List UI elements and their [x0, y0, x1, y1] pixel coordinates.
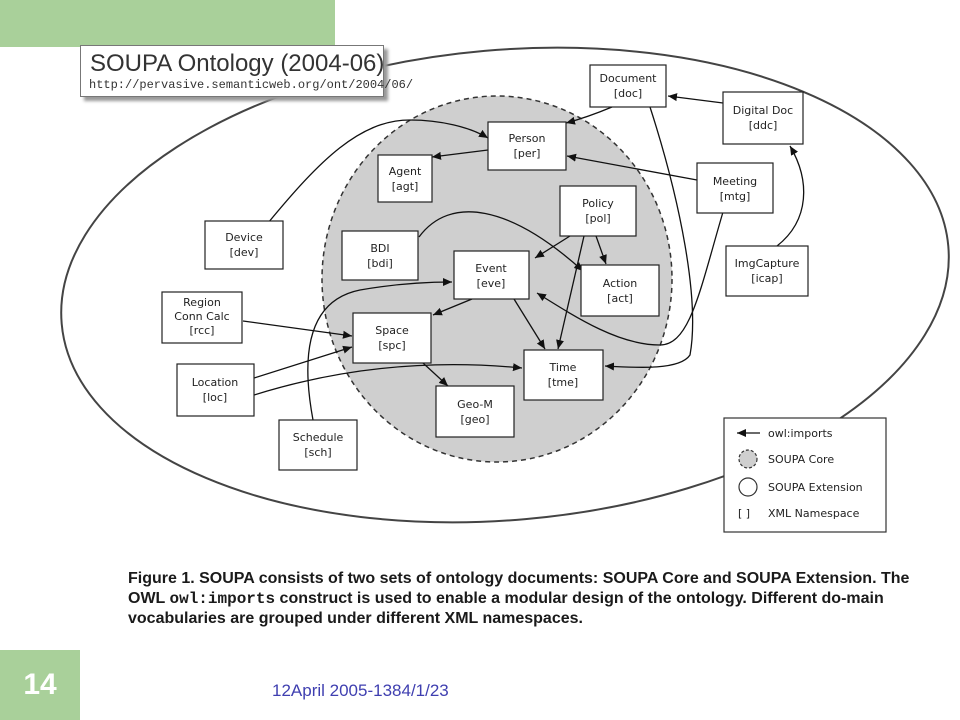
- arrow-policy-event: [534, 235, 571, 259]
- node-meeting: [696, 162, 774, 214]
- arrow-document-person: [565, 106, 613, 125]
- arrow-meeting-person: [566, 153, 698, 181]
- node-person: [487, 121, 567, 171]
- legend-core: SOUPA Core: [768, 453, 834, 466]
- slide-number-box: 14: [0, 650, 80, 720]
- footer-date: 12April 2005-1384/1/23: [272, 681, 449, 700]
- node-space: [352, 312, 432, 364]
- node-device-ns: [dev]: [230, 246, 259, 259]
- node-location: [176, 363, 255, 417]
- legend-extension-icon: [738, 477, 758, 497]
- legend-imports: owl:imports: [768, 427, 833, 440]
- node-device: [204, 220, 284, 270]
- arrow-location-time: [253, 363, 523, 396]
- caption-part2: construct is used to enable a modular de…: [128, 590, 884, 627]
- node-geo-name: Geo-M: [457, 398, 493, 411]
- node-agent: [377, 154, 433, 203]
- top-accent-bar: [0, 0, 335, 47]
- caption-part1: Figure 1. SOUPA consists of two sets of …: [128, 570, 910, 607]
- node-space-ns: [spc]: [378, 339, 405, 352]
- node-action-ns: [act]: [607, 292, 633, 305]
- node-imgcapture-name: ImgCapture: [735, 257, 800, 270]
- node-bdi: [341, 230, 419, 281]
- node-region-conn-calc: [161, 291, 243, 344]
- arrow-policy-time: [556, 235, 585, 350]
- node-policy-ns: [pol]: [585, 212, 610, 225]
- arrow-event-space: [432, 298, 473, 316]
- node-agent-name: Agent: [389, 165, 422, 178]
- node-bdi-name: BDI: [370, 242, 389, 255]
- caption-code: owl:imports: [169, 590, 276, 608]
- node-meeting-name: Meeting: [713, 175, 757, 188]
- ontology-url: http://pervasive.semanticweb.org/ont/200…: [89, 78, 414, 92]
- legend: owl:imports SOUPA Core SOUPA Extension […: [723, 417, 887, 533]
- node-document-name: Document: [600, 72, 658, 85]
- arrow-document-time: [604, 106, 694, 371]
- node-region-ns: [rcc]: [190, 324, 215, 337]
- node-digital-doc-ns: [ddc]: [749, 119, 778, 132]
- node-space-name: Space: [375, 324, 409, 337]
- node-time-name: Time: [549, 361, 577, 374]
- import-arrows: [242, 93, 805, 421]
- node-agent-ns: [agt]: [392, 180, 419, 193]
- arrow-region-space: [242, 320, 353, 339]
- node-geo-ns: [geo]: [460, 413, 489, 426]
- node-digital-doc: [722, 91, 804, 145]
- arrow-schedule-event: [307, 278, 453, 421]
- node-action-name: Action: [603, 277, 637, 290]
- arrow-event-time: [513, 298, 546, 350]
- arrow-space-geo: [422, 362, 449, 387]
- node-policy: [559, 185, 637, 237]
- title-box: SOUPA Ontology (2004-06) http://pervasiv…: [80, 45, 413, 97]
- node-schedule-name: Schedule: [293, 431, 344, 444]
- node-imgcapture-ns: [icap]: [751, 272, 782, 285]
- node-schedule-ns: [sch]: [304, 446, 331, 459]
- legend-extension: SOUPA Extension: [768, 481, 863, 494]
- node-bdi-ns: [bdi]: [367, 257, 393, 270]
- node-imgcapture: [725, 245, 809, 297]
- arrow-policy-action: [595, 235, 607, 265]
- node-time-ns: [tme]: [548, 376, 578, 389]
- legend-namespace-symbol: [ ]: [738, 507, 750, 520]
- arrow-imgcapture-digitaldoc: [776, 145, 805, 247]
- node-policy-name: Policy: [582, 197, 614, 210]
- node-device-name: Device: [225, 231, 263, 244]
- node-document-ns: [doc]: [614, 87, 642, 100]
- figure-caption: Figure 1. SOUPA consists of two sets of …: [128, 569, 943, 629]
- diagram-title: SOUPA Ontology (2004-06): [90, 50, 385, 77]
- node-person-ns: [per]: [514, 147, 541, 160]
- node-event-ns: [eve]: [477, 277, 506, 290]
- arrow-digitaldoc-document: [667, 93, 724, 104]
- legend-namespace: XML Namespace: [768, 507, 860, 520]
- node-event: [453, 250, 530, 300]
- node-schedule: [278, 419, 358, 471]
- arrow-meeting-event: [536, 211, 724, 346]
- node-time: [523, 349, 604, 401]
- node-region-name-line1: Region: [183, 296, 221, 309]
- node-event-name: Event: [475, 262, 507, 275]
- node-action: [580, 264, 660, 317]
- node-region-name-line2: Conn Calc: [174, 310, 229, 323]
- arrow-device-person: [267, 119, 489, 224]
- node-location-ns: [loc]: [203, 391, 227, 404]
- node-location-name: Location: [192, 376, 239, 389]
- arrow-person-agent: [431, 149, 489, 160]
- legend-core-icon: [738, 449, 758, 469]
- slide-number: 14: [23, 668, 57, 701]
- node-meeting-ns: [mtg]: [720, 190, 751, 203]
- arrow-location-space: [253, 345, 353, 379]
- node-document: [589, 64, 667, 108]
- node-digital-doc-name: Digital Doc: [733, 104, 793, 117]
- node-geo: [435, 385, 515, 438]
- node-person-name: Person: [509, 132, 546, 145]
- arrow-bdi-action: [418, 211, 584, 272]
